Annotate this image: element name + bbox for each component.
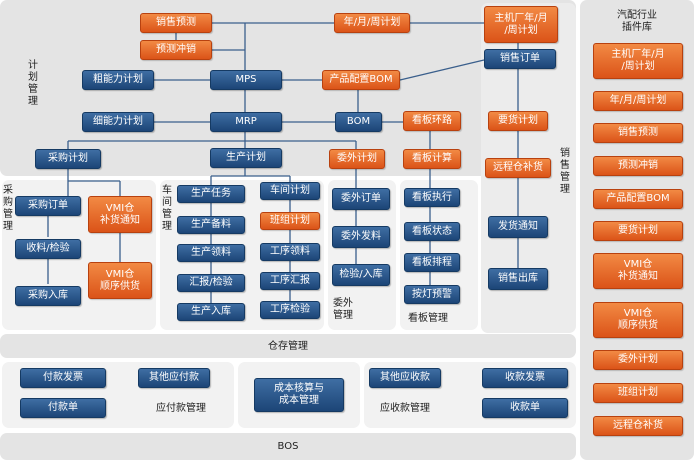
purchase-section-label: 采 购 管 理 <box>3 185 13 232</box>
receivable-section-label: 应收款管理 <box>380 403 430 414</box>
vmi-sequence-supply-button[interactable]: VMI仓 顺序供货 <box>88 262 152 299</box>
remote-warehouse-replenish-button[interactable]: 远程仓补货 <box>485 158 551 178</box>
team-plan-button[interactable]: 班组计划 <box>260 212 320 230</box>
subcontract-issue-button[interactable]: 委外发料 <box>332 226 390 248</box>
plugin-subcontract-plan[interactable]: 委外计划 <box>593 350 683 370</box>
warehouse-section-label: 仓存管理 <box>268 341 308 352</box>
operation-inspect-button[interactable]: 工序检验 <box>260 301 320 319</box>
sales-outbound-button[interactable]: 销售出库 <box>488 268 548 290</box>
receive-inspect-button[interactable]: 收料/检验 <box>15 239 81 259</box>
purchase-order-button[interactable]: 采购订单 <box>15 196 81 216</box>
subcontract-plan-button[interactable]: 委外计划 <box>329 149 385 169</box>
plugin-demand-plan[interactable]: 要货计划 <box>593 221 683 241</box>
material-prep-button[interactable]: 生产备料 <box>177 216 245 234</box>
kanban-execute-button[interactable]: 看板执行 <box>404 188 460 207</box>
plugin-sales-forecast[interactable]: 销售预测 <box>593 123 683 143</box>
plugin-oem-plan[interactable]: 主机厂年/月 /周计划 <box>593 43 683 79</box>
rough-capacity-plan-button[interactable]: 粗能力计划 <box>82 70 154 90</box>
production-plan-button[interactable]: 生产计划 <box>210 148 282 168</box>
kanban-calc-button[interactable]: 看板计算 <box>403 149 461 169</box>
other-receivable-button[interactable]: 其他应收款 <box>369 368 441 388</box>
kanban-status-button[interactable]: 看板状态 <box>404 222 460 241</box>
purchase-plan-button[interactable]: 采购计划 <box>35 149 101 169</box>
plugin-vmi-replenish-notice[interactable]: VMI仓 补货通知 <box>593 253 683 289</box>
payment-invoice-button[interactable]: 付款发票 <box>20 368 106 388</box>
oem-plan-button[interactable]: 主机厂年/月 /周计划 <box>484 6 558 43</box>
sales-order-button[interactable]: 销售订单 <box>484 49 556 69</box>
plugin-team-plan[interactable]: 班组计划 <box>593 383 683 403</box>
workshop-section-label: 车 间 管 理 <box>162 185 172 232</box>
plugin-remote-replenish[interactable]: 远程仓补货 <box>593 416 683 436</box>
kanban-loop-button[interactable]: 看板环路 <box>403 111 461 131</box>
subcontract-section-label: 委外 管理 <box>333 298 353 321</box>
mps-button[interactable]: MPS <box>210 70 282 90</box>
product-config-bom-button[interactable]: 产品配置BOM <box>322 70 400 90</box>
production-task-button[interactable]: 生产任务 <box>177 185 245 203</box>
delivery-notice-button[interactable]: 发货通知 <box>488 216 548 238</box>
receipt-invoice-button[interactable]: 收款发票 <box>482 368 568 388</box>
mrp-button[interactable]: MRP <box>210 112 282 132</box>
sales-forecast-button[interactable]: 销售预测 <box>140 13 212 33</box>
subcontract-order-button[interactable]: 委外订单 <box>332 188 390 210</box>
plugin-vmi-sequence-supply[interactable]: VMI仓 顺序供货 <box>593 302 683 338</box>
fine-capacity-plan-button[interactable]: 细能力计划 <box>82 112 154 132</box>
kanban-schedule-button[interactable]: 看板排程 <box>404 253 460 272</box>
bos-section-label: BOS <box>277 441 299 452</box>
subcontract-inspect-inbound-button[interactable]: 检验/入库 <box>332 264 390 286</box>
receipt-bill-button[interactable]: 收款单 <box>482 398 568 418</box>
plugin-forecast-offset[interactable]: 预测冲销 <box>593 156 683 176</box>
operation-report-button[interactable]: 工序汇报 <box>260 272 320 290</box>
production-inbound-button[interactable]: 生产入库 <box>177 303 245 321</box>
workshop-plan-button[interactable]: 车间计划 <box>260 182 320 200</box>
bos-panel <box>0 433 576 460</box>
plan-section-label: 计 划 管 理 <box>28 60 38 107</box>
other-payable-button[interactable]: 其他应付款 <box>138 368 210 388</box>
vmi-replenish-notice-button[interactable]: VMI仓 补货通知 <box>88 196 152 233</box>
operation-pick-button[interactable]: 工序领料 <box>260 243 320 261</box>
bom-button[interactable]: BOM <box>335 112 382 132</box>
demand-plan-button[interactable]: 要货计划 <box>488 111 548 131</box>
plugin-product-config-bom[interactable]: 产品配置BOM <box>593 189 683 209</box>
purchase-inbound-button[interactable]: 采购入库 <box>15 286 81 306</box>
sales-section-label: 销 售 管 理 <box>560 148 570 195</box>
plugin-ymw-plan[interactable]: 年/月/周计划 <box>593 91 683 111</box>
material-pick-button[interactable]: 生产领料 <box>177 244 245 262</box>
warehouse-panel <box>0 334 576 358</box>
payment-bill-button[interactable]: 付款单 <box>20 398 106 418</box>
ymw-plan-button[interactable]: 年/月/周计划 <box>334 13 410 33</box>
andon-alert-button[interactable]: 按灯预警 <box>404 285 460 304</box>
plugin-library-title: 汽配行业 插件库 <box>617 10 657 33</box>
forecast-offset-button[interactable]: 预测冲销 <box>140 40 212 60</box>
payable-section-label: 应付款管理 <box>156 403 206 414</box>
cost-accounting-button[interactable]: 成本核算与 成本管理 <box>254 378 344 412</box>
kanban-section-label: 看板管理 <box>408 313 448 324</box>
report-inspect-button[interactable]: 汇报/检验 <box>177 274 245 292</box>
